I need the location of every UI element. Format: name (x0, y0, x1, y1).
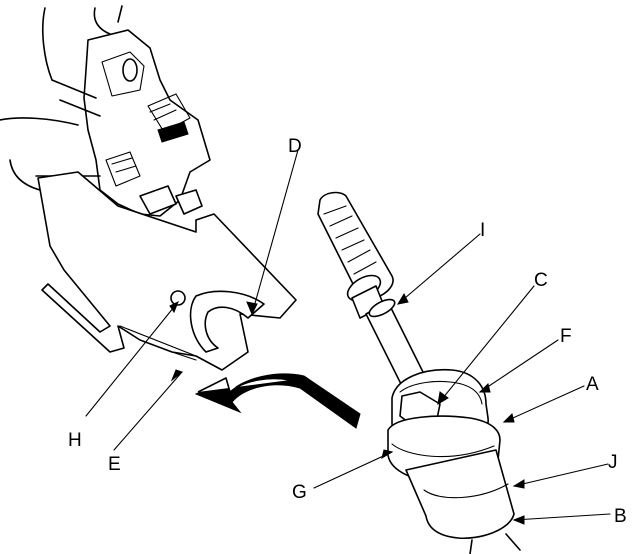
callout-e: E (108, 454, 121, 475)
callout-i: I (480, 220, 485, 241)
stud-bolt (317, 191, 435, 407)
callout-c: C (534, 270, 548, 291)
callout-d: D (288, 136, 302, 157)
leader-lines (85, 149, 611, 525)
callout-a: A (586, 374, 599, 395)
callout-labels: D I C F A H E J G B (68, 136, 627, 527)
installation-direction-arrow (194, 373, 361, 429)
sensor-body (387, 368, 521, 554)
callout-g: G (292, 482, 307, 503)
callout-h: H (68, 430, 82, 451)
callout-b: B (614, 506, 627, 527)
callout-f: F (560, 326, 572, 347)
sensor-connector-assembly (0, 5, 211, 217)
mounting-bracket (37, 171, 297, 371)
callout-j: J (608, 452, 618, 473)
